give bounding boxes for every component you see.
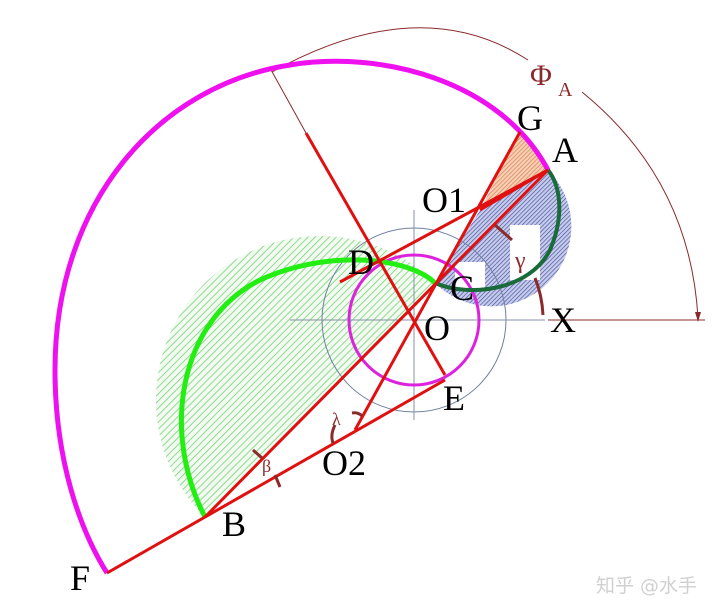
point-o2-label: O2 [322, 443, 366, 483]
inner-magenta-circle [347, 253, 481, 387]
point-x-label: X [550, 300, 576, 340]
red-construction-lines [106, 131, 550, 575]
phi-label: Φ [530, 59, 552, 92]
orange-hatched-region [480, 132, 548, 210]
lambda-label: λ [332, 409, 341, 429]
watermark: 知乎 @水手 [596, 575, 697, 597]
dark-green-arc [434, 168, 562, 292]
point-a-label: A [552, 130, 578, 170]
gamma-label: γ [514, 248, 526, 274]
outer-magenta-arc [52, 58, 551, 575]
green-hatched-region [155, 235, 436, 517]
lambda-angle-mark [330, 411, 364, 444]
point-c-label: C [450, 268, 474, 308]
beta-label: β [262, 456, 271, 476]
point-e-label: E [443, 378, 465, 418]
point-o1-label: O1 [422, 180, 466, 220]
point-b-label: B [222, 504, 246, 544]
point-d-label: D [348, 242, 374, 282]
arrowhead-icon [695, 312, 701, 322]
phi-subscript: A [558, 79, 573, 101]
phi-dimension-arc-right [581, 91, 699, 319]
beta-angle-mark [252, 448, 282, 488]
point-g-label: G [517, 98, 543, 138]
extension-line [269, 67, 307, 134]
point-f-label: F [70, 558, 90, 598]
point-o-label: O [424, 308, 450, 348]
x-angle-mark [533, 277, 545, 316]
green-arc [178, 257, 437, 519]
gamma-angle-mark [494, 223, 513, 242]
phi-dimension-arc [271, 27, 529, 73]
